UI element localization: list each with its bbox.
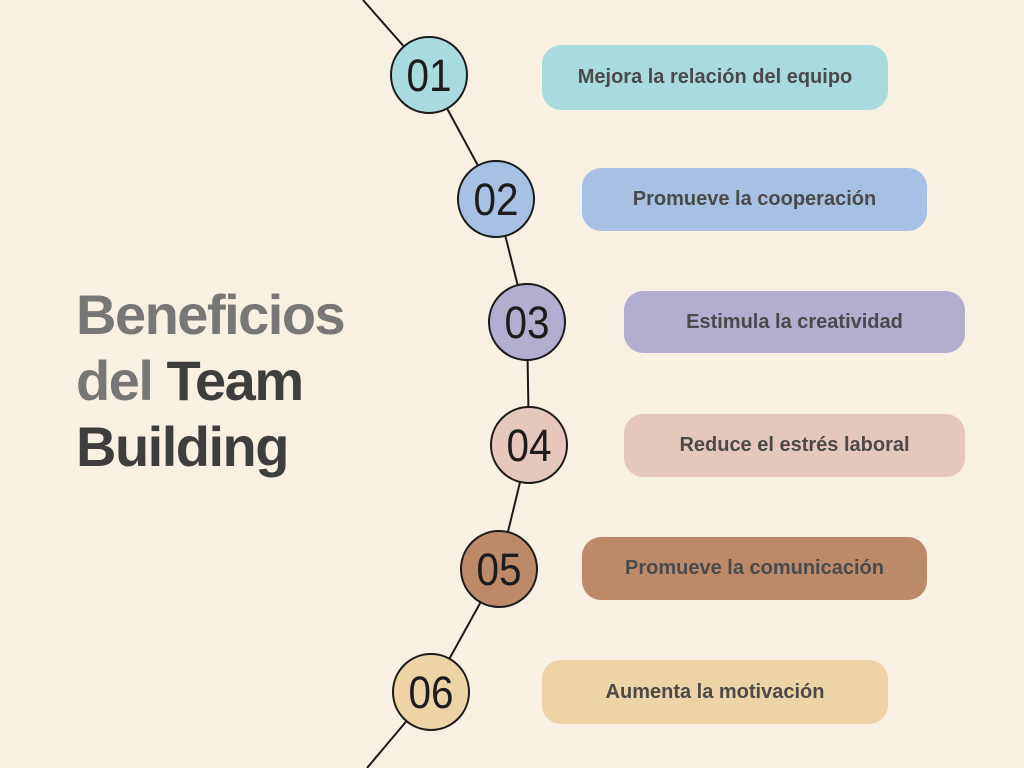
step-number-01: 01 xyxy=(406,49,452,101)
step-circle-05: 05 xyxy=(460,530,538,608)
step-label-box-02: Promueve la cooperación xyxy=(582,168,927,231)
title-text-gray: Beneficios xyxy=(76,283,346,346)
connector-line xyxy=(362,0,531,768)
step-label-box-05: Promueve la comunicación xyxy=(582,537,927,600)
step-label-box-03: Estimula la creatividad xyxy=(624,291,965,353)
step-circle-04: 04 xyxy=(490,406,568,484)
step-label-02: Promueve la cooperación xyxy=(632,188,877,210)
title-text-dark: Building xyxy=(76,415,289,478)
title-line-2: del Team xyxy=(76,348,344,414)
step-circle-01: 01 xyxy=(390,36,468,114)
step-number-03: 03 xyxy=(504,296,550,348)
step-number-06: 06 xyxy=(408,666,454,718)
step-circle-06: 06 xyxy=(392,653,470,731)
step-label-box-01: Mejora la relación del equipo xyxy=(542,45,888,110)
step-circle-02: 02 xyxy=(457,160,535,238)
step-label-box-06: Aumenta la motivación xyxy=(542,660,888,724)
title-line-3: Building xyxy=(76,414,344,480)
step-number-04: 04 xyxy=(506,419,552,471)
step-label-04: Reduce el estrés laboral xyxy=(679,434,910,456)
step-label-box-04: Reduce el estrés laboral xyxy=(624,414,965,477)
title-line-1: Beneficios xyxy=(76,282,346,348)
step-label-03: Estimula la creatividad xyxy=(686,310,903,333)
title-text-gray: del xyxy=(76,349,154,412)
step-number-02: 02 xyxy=(473,173,519,225)
step-label-01: Mejora la relación del equipo xyxy=(577,66,853,88)
step-label-05: Promueve la comunicación xyxy=(625,557,884,579)
title-text-dark: Team xyxy=(166,349,304,412)
page-title: Beneficios del Team Building xyxy=(76,282,346,480)
step-circle-03: 03 xyxy=(488,283,566,361)
step-label-06: Aumenta la motivación xyxy=(605,680,825,703)
step-number-05: 05 xyxy=(476,543,522,595)
